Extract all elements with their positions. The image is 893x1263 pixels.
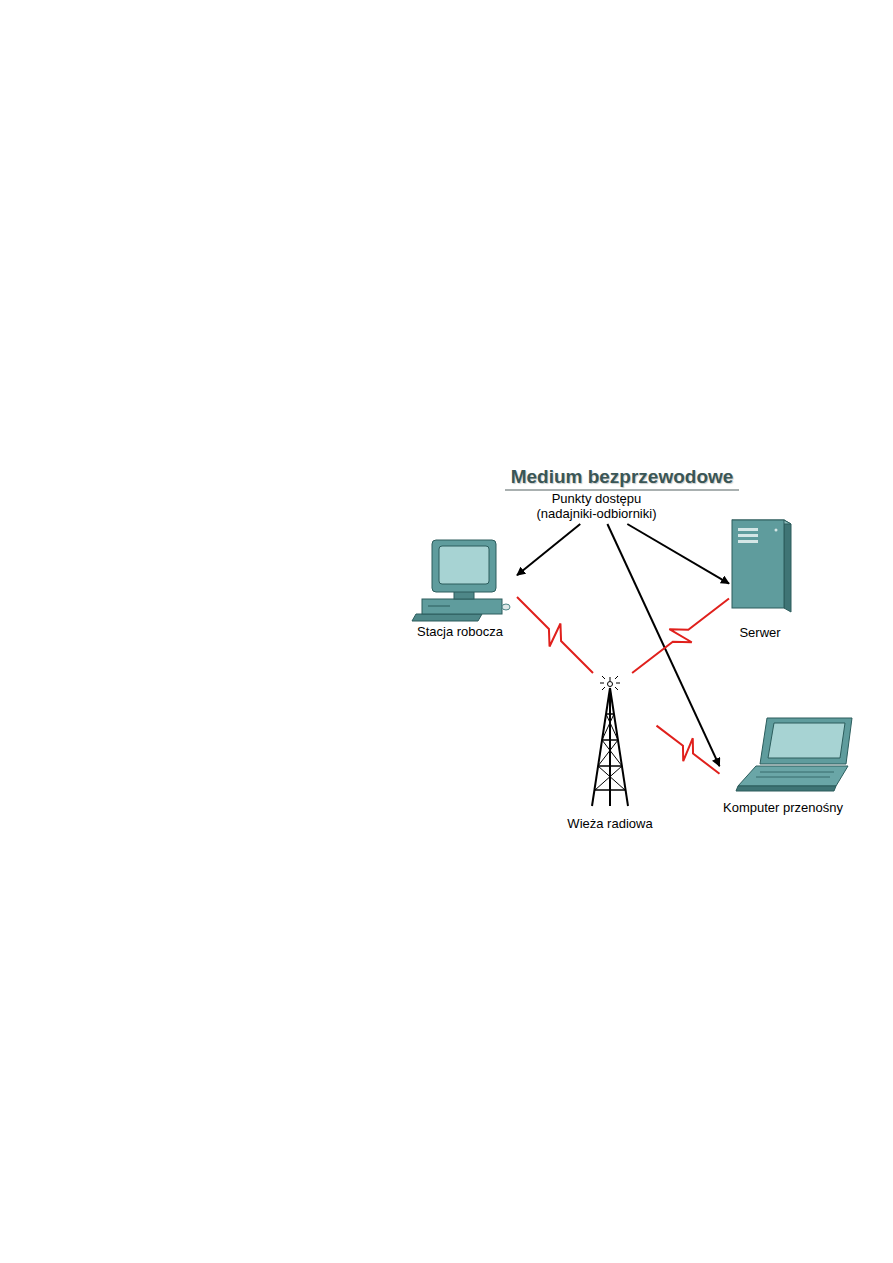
access-point-label: Punkty dostępu (nadajniki-odbiorniki)	[521, 488, 673, 524]
radio-link	[632, 598, 729, 673]
radio-tower	[592, 676, 628, 806]
node-label: Stacja robocza	[417, 624, 504, 639]
node-label: Komputer przenośny	[723, 800, 844, 815]
server-node: Serwer	[729, 515, 795, 643]
server-icon	[732, 520, 791, 612]
workstation-node: Stacja robocza	[409, 535, 517, 642]
pointer-arrow	[627, 524, 729, 584]
node-label: Punkty dostępu (nadajniki-odbiorniki)	[524, 491, 669, 521]
laptop-node: Komputer przenośny	[720, 713, 858, 818]
pointer-arrow	[517, 524, 580, 575]
node-label: Serwer	[739, 625, 782, 640]
diagram-title: Medium bezprzewodowe	[505, 466, 740, 491]
radio-link	[517, 597, 593, 673]
tower-node: Wieża radiowa	[564, 673, 657, 834]
laptop-icon	[736, 718, 852, 791]
workstation-icon	[412, 540, 510, 621]
node-label: Wieża radiowa	[567, 816, 654, 831]
radio-link	[657, 726, 720, 774]
